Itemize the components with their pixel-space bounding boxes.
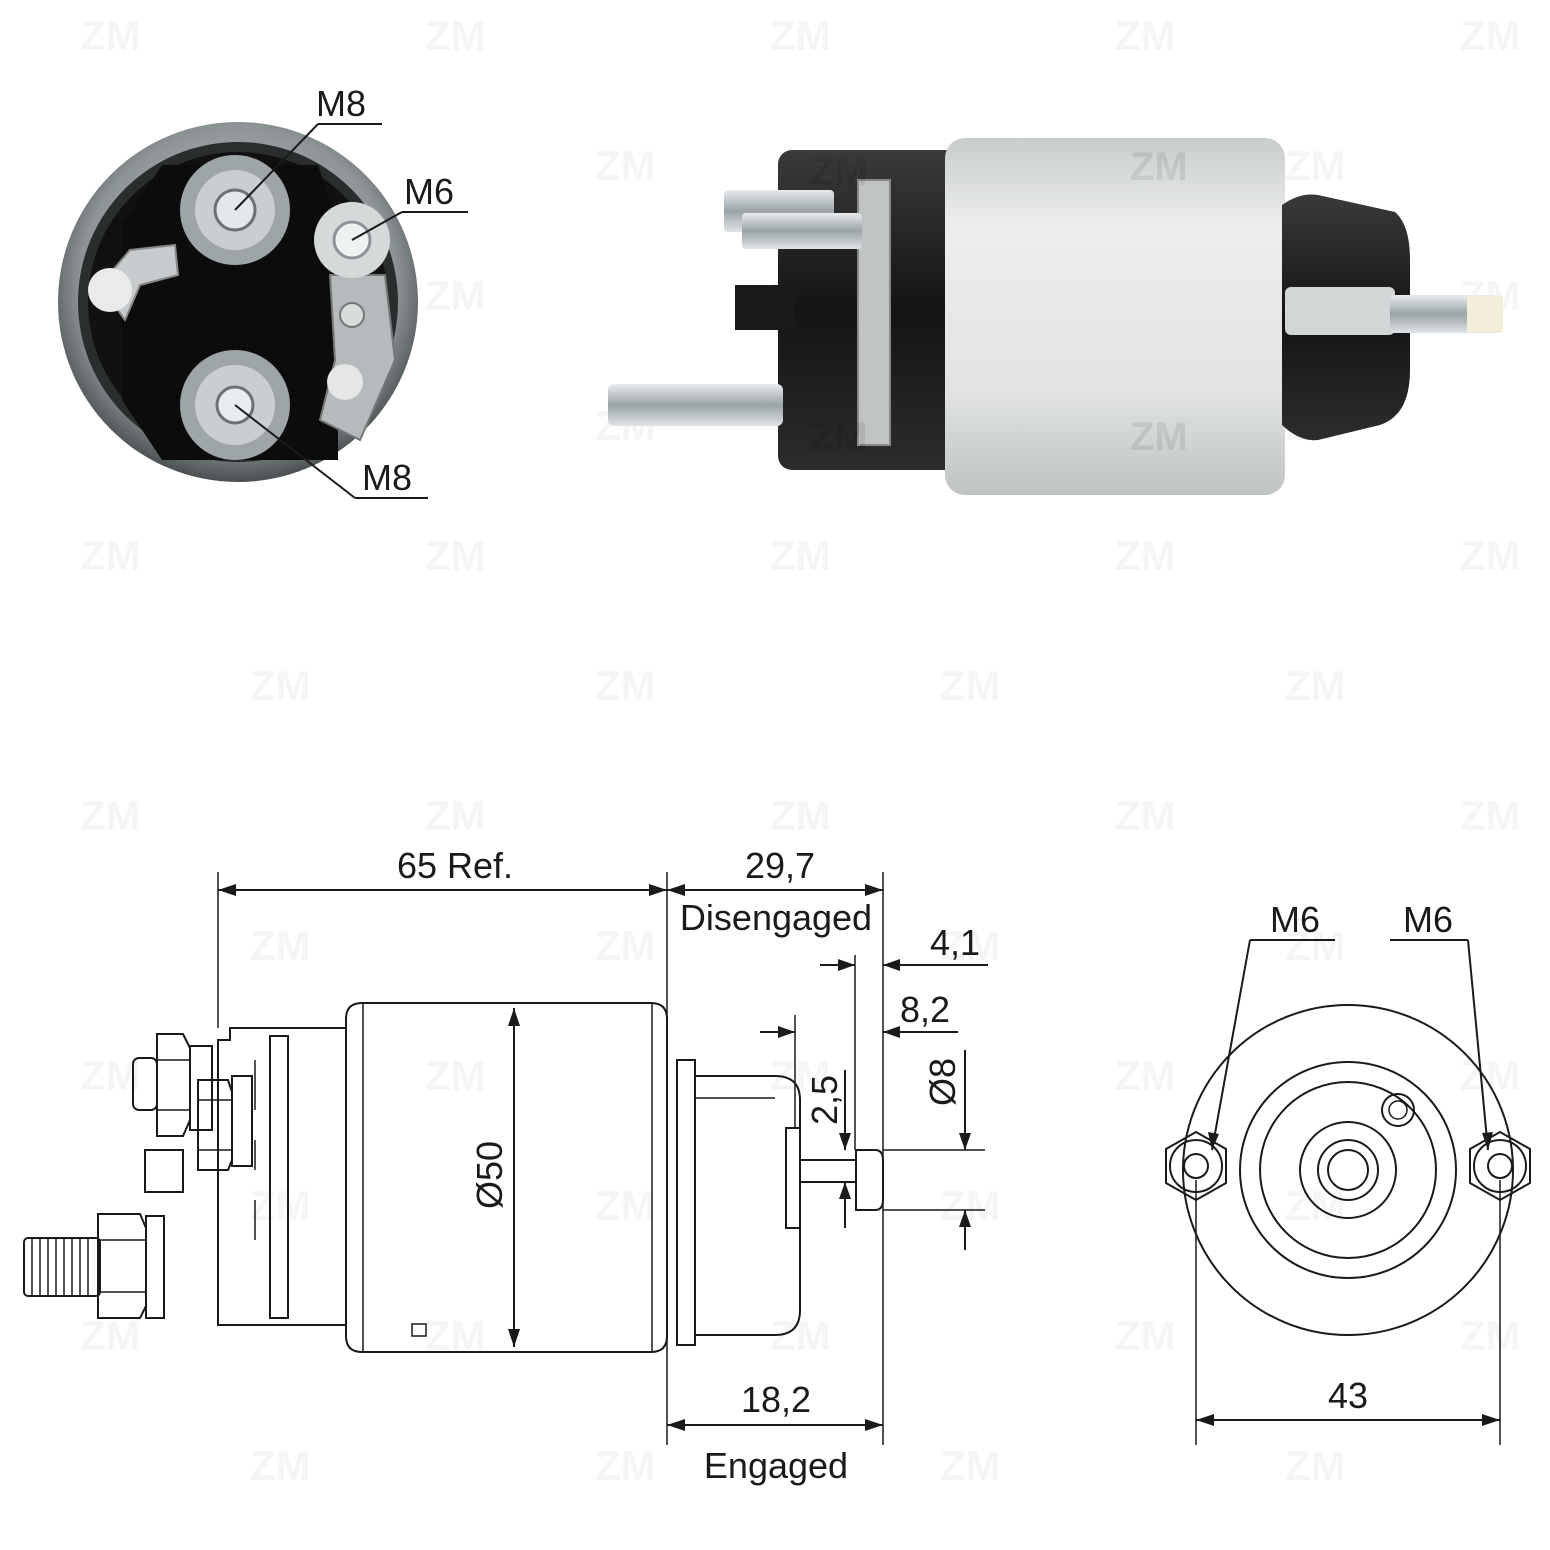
dim-dia-8: Ø8 xyxy=(922,1058,963,1106)
dim-length-ref: 65 Ref. xyxy=(397,845,513,886)
label-bottom-m8: M8 xyxy=(362,457,412,498)
stud-lower xyxy=(608,384,783,426)
dim-disengaged-label: Disengaged xyxy=(680,897,872,938)
end-left-thread: M6 xyxy=(1270,899,1320,940)
side-view-photo: ZM ZM ZM ZM xyxy=(608,138,1503,495)
dim-2-5: 2,5 xyxy=(804,1075,845,1125)
rear-housing xyxy=(217,1027,346,1326)
rear-flange xyxy=(269,1035,289,1319)
plunger xyxy=(799,1149,884,1211)
end-view-photo: M8 M6 M8 xyxy=(58,83,468,499)
cylinder-body xyxy=(345,1002,668,1353)
dim-dia-50: Ø50 xyxy=(469,1141,510,1209)
label-top-m8: M8 xyxy=(316,83,366,124)
dim-4-1: 4,1 xyxy=(930,922,980,963)
dim-8-2: 8,2 xyxy=(900,989,950,1030)
side-view-elevation xyxy=(23,1002,884,1353)
zm-badge-4: ZM xyxy=(810,415,868,459)
dim-engaged-label: Engaged xyxy=(704,1445,848,1486)
housing-step xyxy=(144,1149,184,1193)
end-view-drawing: M6 M6 43 xyxy=(1165,899,1531,1445)
body-notch xyxy=(411,1323,427,1337)
dim-engaged-value: 18,2 xyxy=(741,1379,811,1420)
end-right-thread: M6 xyxy=(1403,899,1453,940)
zm-badge-2: ZM xyxy=(1130,415,1188,459)
side-view-dimensions: 65 Ref. 29,7 Disengaged 4,1 8,2 2,5 Ø8 xyxy=(217,845,988,1486)
label-small-m6: M6 xyxy=(404,171,454,212)
lower-stud-assembly xyxy=(23,1213,165,1319)
upper-stud-assembly xyxy=(132,1033,253,1171)
dim-disengaged-value: 29,7 xyxy=(745,845,815,886)
end-span-43: 43 xyxy=(1328,1375,1368,1416)
zm-badge-3: ZM xyxy=(810,150,868,194)
leader-bottom-m8 xyxy=(234,404,356,499)
leader-m6 xyxy=(351,211,403,241)
leader-top-m8 xyxy=(234,123,319,211)
solenoid-body xyxy=(945,138,1285,495)
front-boot xyxy=(676,1059,801,1346)
zm-badge-1: ZM xyxy=(1130,145,1188,189)
